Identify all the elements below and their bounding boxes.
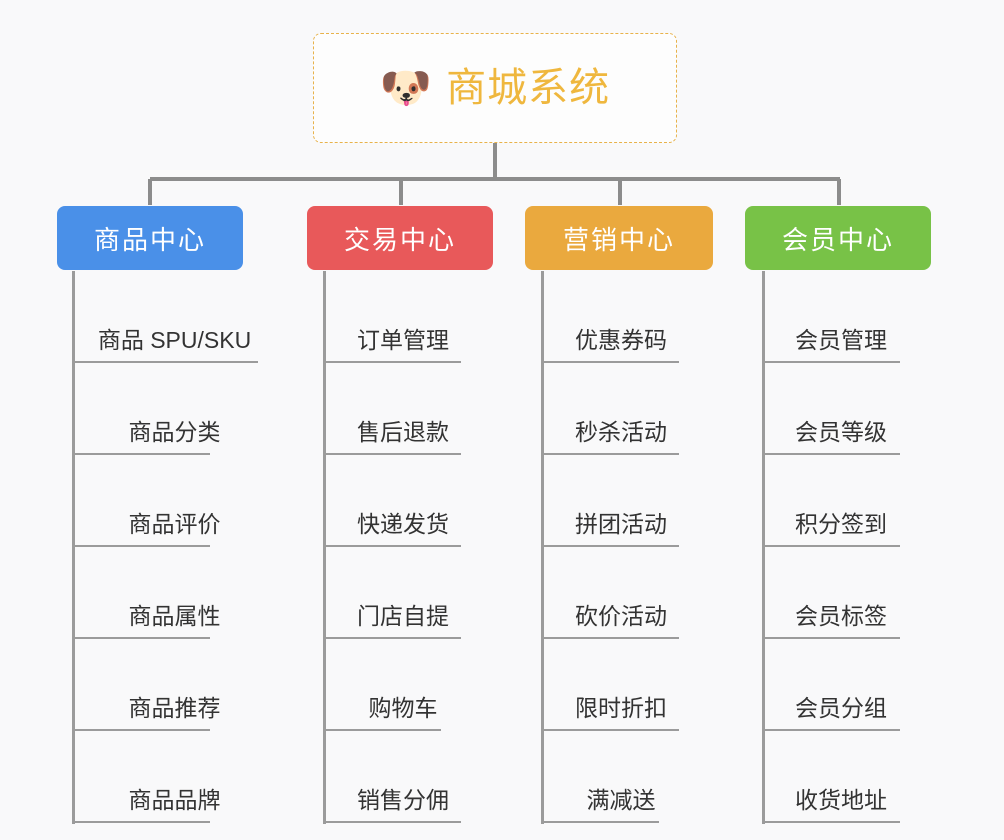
- leaf-item[interactable]: 限时折扣: [541, 639, 701, 731]
- leaf-item-rule: [72, 453, 210, 455]
- leaf-item-rule: [762, 545, 900, 547]
- leaf-item-rule: [323, 729, 441, 731]
- connector-horizontal-bus: [150, 177, 840, 181]
- leaf-item[interactable]: 购物车: [323, 639, 483, 731]
- leaf-item[interactable]: 积分签到: [762, 455, 920, 547]
- leaf-list: 订单管理售后退款快递发货门店自提购物车销售分佣: [323, 271, 483, 823]
- leaf-item[interactable]: 会员等级: [762, 363, 920, 455]
- leaf-item[interactable]: 商品 SPU/SKU: [72, 271, 277, 363]
- leaf-item[interactable]: 秒杀活动: [541, 363, 701, 455]
- root-node[interactable]: 🐶 商城系统: [313, 33, 677, 143]
- leaf-item-label: 拼团活动: [575, 511, 667, 537]
- leaf-item-rule: [323, 453, 461, 455]
- leaf-list: 会员管理会员等级积分签到会员标签会员分组收货地址: [762, 271, 920, 823]
- leaf-item-rule: [541, 453, 679, 455]
- leaf-item-rule: [541, 821, 659, 823]
- branch-header-member-center[interactable]: 会员中心: [745, 206, 931, 270]
- leaf-item[interactable]: 商品分类: [72, 363, 277, 455]
- leaf-item-rule: [762, 821, 900, 823]
- column-spine: [323, 271, 326, 824]
- leaf-item-label: 门店自提: [357, 603, 449, 629]
- leaf-item-rule: [323, 545, 461, 547]
- leaf-item-rule: [72, 637, 210, 639]
- leaf-item-label: 售后退款: [357, 419, 449, 445]
- leaf-item-rule: [541, 637, 679, 639]
- leaf-item[interactable]: 销售分佣: [323, 731, 483, 823]
- leaf-item[interactable]: 商品评价: [72, 455, 277, 547]
- leaf-item-label: 会员管理: [795, 327, 887, 353]
- column-spine: [762, 271, 765, 824]
- connector-drop-trade-center: [399, 179, 403, 205]
- leaf-item[interactable]: 门店自提: [323, 547, 483, 639]
- connector-drop-member-center: [837, 179, 841, 205]
- leaf-item-rule: [323, 637, 461, 639]
- leaf-item-rule: [72, 729, 210, 731]
- root-title: 商城系统: [446, 66, 611, 110]
- branch-label: 会员中心: [781, 224, 894, 255]
- connector-drop-marketing-center: [618, 179, 622, 205]
- leaf-item-rule: [762, 361, 900, 363]
- leaf-item-label: 会员分组: [795, 695, 887, 721]
- column-spine: [541, 271, 544, 824]
- leaf-item-label: 会员等级: [795, 419, 887, 445]
- branch-header-trade-center[interactable]: 交易中心: [307, 206, 493, 270]
- branch-header-product-center[interactable]: 商品中心: [57, 206, 243, 270]
- leaf-item-label: 商品评价: [128, 511, 221, 537]
- branch-label: 交易中心: [343, 224, 456, 255]
- leaf-item-label: 满减送: [586, 787, 656, 813]
- leaf-item-rule: [72, 545, 210, 547]
- leaf-item-rule: [323, 361, 461, 363]
- leaf-item-label: 收货地址: [795, 787, 887, 813]
- leaf-item-label: 订单管理: [357, 327, 449, 353]
- leaf-item[interactable]: 快递发货: [323, 455, 483, 547]
- leaf-item[interactable]: 优惠券码: [541, 271, 701, 363]
- leaf-item-rule: [762, 729, 900, 731]
- leaf-item-label: 会员标签: [795, 603, 887, 629]
- leaf-item-label: 销售分佣: [357, 787, 449, 813]
- leaf-item[interactable]: 会员标签: [762, 547, 920, 639]
- leaf-item-rule: [762, 637, 900, 639]
- leaf-item-label: 商品推荐: [128, 695, 221, 721]
- leaf-item-rule: [72, 821, 210, 823]
- leaf-item-rule: [541, 361, 679, 363]
- leaf-item-rule: [541, 545, 679, 547]
- leaf-list: 优惠券码秒杀活动拼团活动砍价活动限时折扣满减送: [541, 271, 701, 823]
- leaf-item-label: 商品分类: [128, 419, 221, 445]
- leaf-item-label: 积分签到: [795, 511, 887, 537]
- leaf-item[interactable]: 砍价活动: [541, 547, 701, 639]
- branch-label: 营销中心: [562, 224, 675, 255]
- leaf-list: 商品 SPU/SKU 商品分类商品评价商品属性商品推荐商品品牌: [72, 271, 277, 823]
- leaf-item-rule: [762, 453, 900, 455]
- leaf-item-label: 商品 SPU/SKU: [97, 327, 252, 353]
- leaf-item-label: 商品属性: [128, 603, 221, 629]
- dog-face-icon: 🐶: [379, 63, 433, 112]
- column-spine: [72, 271, 75, 824]
- connector-root-vertical: [493, 143, 497, 179]
- leaf-item[interactable]: 商品属性: [72, 547, 277, 639]
- leaf-item-label: 秒杀活动: [575, 419, 667, 445]
- leaf-item-label: 限时折扣: [575, 695, 667, 721]
- leaf-item[interactable]: 会员分组: [762, 639, 920, 731]
- branch-label: 商品中心: [93, 224, 206, 255]
- leaf-item-rule: [541, 729, 679, 731]
- leaf-item[interactable]: 会员管理: [762, 271, 920, 363]
- leaf-item-label: 购物车: [368, 695, 438, 721]
- leaf-item[interactable]: 拼团活动: [541, 455, 701, 547]
- leaf-item-label: 快递发货: [357, 511, 449, 537]
- leaf-item-label: 砍价活动: [575, 603, 667, 629]
- branch-header-marketing-center[interactable]: 营销中心: [525, 206, 713, 270]
- leaf-item[interactable]: 商品品牌: [72, 731, 277, 823]
- leaf-item-label: 优惠券码: [575, 327, 667, 353]
- leaf-item[interactable]: 收货地址: [762, 731, 920, 823]
- leaf-item[interactable]: 订单管理: [323, 271, 483, 363]
- leaf-item-label: 商品品牌: [128, 787, 221, 813]
- leaf-item[interactable]: 商品推荐: [72, 639, 277, 731]
- leaf-item[interactable]: 满减送: [541, 731, 701, 823]
- leaf-item-rule: [323, 821, 461, 823]
- leaf-item-rule: [72, 361, 258, 363]
- connector-drop-product-center: [148, 179, 152, 205]
- leaf-item[interactable]: 售后退款: [323, 363, 483, 455]
